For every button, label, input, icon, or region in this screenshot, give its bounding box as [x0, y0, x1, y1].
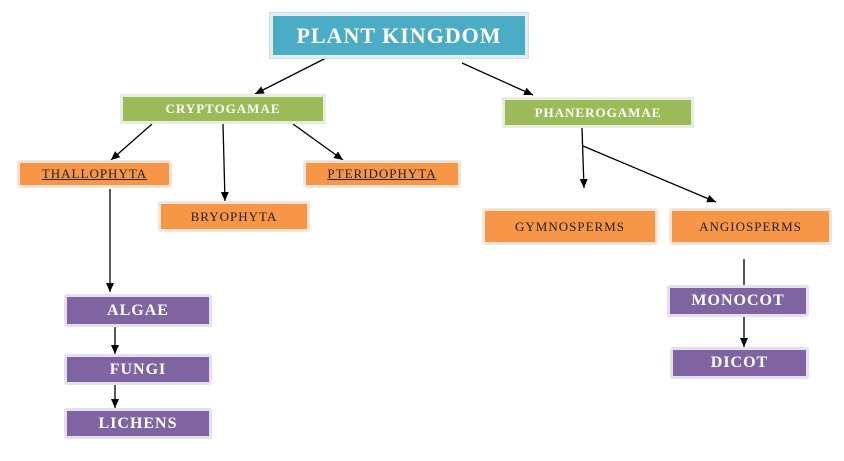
arrow-cryptogamae-to-bryophyta — [220, 123, 229, 202]
algae-node: ALGAE — [64, 294, 212, 327]
phanerogamae-node: PHANEROGAMAE — [502, 97, 694, 128]
dicot-node: DICOT — [670, 347, 809, 379]
bryophyta-node: BRYOPHYTA — [158, 201, 310, 232]
arrow-cryptogamae-to-thallophyta — [110, 123, 153, 161]
plant-kingdom-node: PLANT KINGDOM — [270, 13, 528, 58]
lichens-node: LICHENS — [64, 408, 212, 439]
cryptogamae-node: CRYPTOGAMAE — [120, 94, 326, 124]
thallophyta-node: THALLOPHYTA — [17, 160, 172, 188]
arrow-cryptogamae-to-pteridophyta — [292, 123, 344, 161]
monocot-node: MONOCOT — [667, 285, 809, 317]
arrow-phanerogamae-to-gymnosperms — [579, 127, 588, 189]
pteridophyta-node: PTERIDOPHYTA — [303, 160, 461, 188]
arrow-root-to-cryptogamae — [254, 57, 327, 95]
fungi-node: FUNGI — [64, 354, 212, 385]
arrow-phanerogamae-to-angiosperms — [582, 145, 717, 203]
angiosperms-node: ANGIOSPERMS — [669, 208, 832, 245]
arrow-root-to-phanerogamae — [461, 62, 534, 96]
gymnosperms-node: GYMNOSPERMS — [482, 208, 658, 245]
